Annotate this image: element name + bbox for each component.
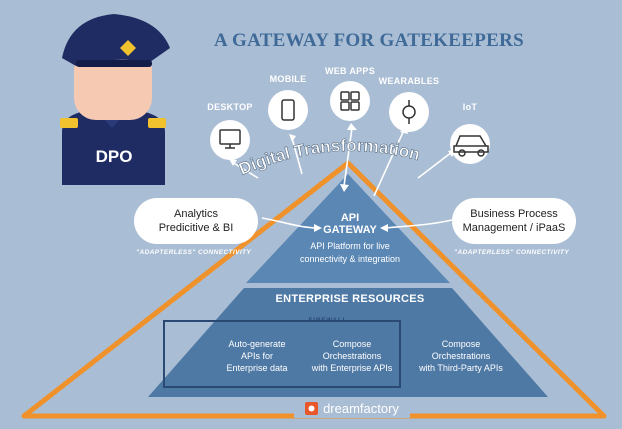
enterprise-title: ENTERPRISE RESOURCES — [275, 293, 425, 305]
arrowhead-webapps — [347, 123, 357, 130]
mobile-circle — [268, 90, 308, 130]
col1-line1: Auto-generate — [228, 339, 286, 349]
dpo-character — [60, 14, 170, 185]
brand-name: dreamfactory — [323, 400, 399, 416]
analytics-box: Analytics Predicitive & BI — [134, 198, 258, 244]
arrow-wearables — [373, 129, 405, 197]
enterprise-col-2: Compose Orchestrations with Enterprise A… — [305, 338, 399, 374]
arrow-right-box — [383, 219, 453, 229]
arrowhead-right-box — [380, 224, 388, 232]
api-gateway-subtitle: API Platform for live connectivity & int… — [275, 240, 425, 266]
device-label-iot: IoT — [462, 102, 478, 112]
col1-line2: APIs for — [240, 351, 273, 361]
bpm-line2: Management / iPaaS — [462, 222, 566, 234]
device-icons — [219, 91, 489, 157]
web-apps-icon — [340, 91, 360, 111]
api-gateway-title-line1: API — [340, 212, 360, 224]
analytics-line2: Predicitive & BI — [158, 222, 234, 234]
adapterless-left: "ADAPTERLESS" CONNECTIVITY — [136, 249, 252, 256]
col2-line3: with Enterprise APIs — [311, 363, 393, 373]
arrowhead-wearables — [400, 126, 408, 134]
device-arrows — [231, 127, 453, 229]
col3-line2: Orchestrations — [431, 351, 491, 361]
dpo-cap-visor — [76, 60, 152, 67]
api-gateway-title: API GATEWAY — [300, 212, 400, 236]
arrow-mobile — [291, 137, 303, 175]
webapps-circle — [330, 81, 370, 121]
epaulette-left — [60, 118, 78, 128]
api-gateway-sub-line2: connectivity & integration — [299, 254, 401, 264]
api-gateway-triangle — [246, 174, 450, 283]
page-title: A GATEWAY FOR GATEKEEPERS — [214, 30, 524, 51]
arrow-left-box — [261, 217, 319, 229]
enterprise-col-3: Compose Orchestrations with Third-Party … — [406, 338, 516, 374]
dpo-body — [62, 110, 165, 185]
adapterless-right: "ADAPTERLESS" CONNECTIVITY — [454, 249, 570, 256]
arrowhead-desktop — [229, 159, 237, 166]
device-label-mobile: MOBILE — [269, 74, 307, 84]
col1-line3: Enterprise data — [226, 363, 288, 373]
api-gateway-title-line2: GATEWAY — [323, 224, 377, 236]
device-label-webapps: WEB APPS — [324, 66, 376, 76]
smartphone-icon — [281, 99, 295, 121]
firewall-border — [163, 320, 401, 388]
firewall-label: FIREWALL — [308, 318, 348, 324]
arrow-desktop — [231, 161, 259, 179]
cap-badge-icon — [120, 40, 136, 56]
col2-line2: Orchestrations — [322, 351, 382, 361]
device-label-desktop: DESKTOP — [207, 102, 253, 112]
epaulette-right — [148, 118, 166, 128]
arrowhead-left-box — [314, 224, 322, 232]
wearables-circle — [389, 92, 429, 132]
dpo-label: DPO — [95, 147, 133, 166]
iot-circle — [450, 124, 490, 164]
arrow-iot — [417, 151, 453, 179]
device-label-wearables: WEARABLES — [378, 76, 440, 86]
col3-line3: with Third-Party APIs — [419, 363, 503, 373]
col2-line1: Compose — [332, 339, 372, 349]
dpo-cap — [62, 14, 170, 66]
dreamfactory-icon — [305, 401, 319, 415]
analytics-line1: Analytics — [173, 208, 219, 220]
bpm-box: Business Process Management / iPaaS — [452, 198, 576, 244]
arrow-webapps — [343, 127, 353, 187]
api-gateway-sub-line1: API Platform for live — [310, 241, 390, 251]
col3-line1: Compose — [441, 339, 481, 349]
arrowhead-mobile — [289, 134, 296, 142]
car-icon — [453, 135, 489, 153]
enterprise-col-1: Auto-generate APIs for Enterprise data — [220, 338, 294, 374]
dreamfactory-logo: dreamfactory — [294, 398, 410, 418]
bpm-line1: Business Process — [470, 208, 558, 220]
arrowhead-webapps-down — [340, 184, 349, 192]
smartwatch-icon — [402, 100, 416, 124]
enterprise-trapezoid — [148, 288, 548, 397]
